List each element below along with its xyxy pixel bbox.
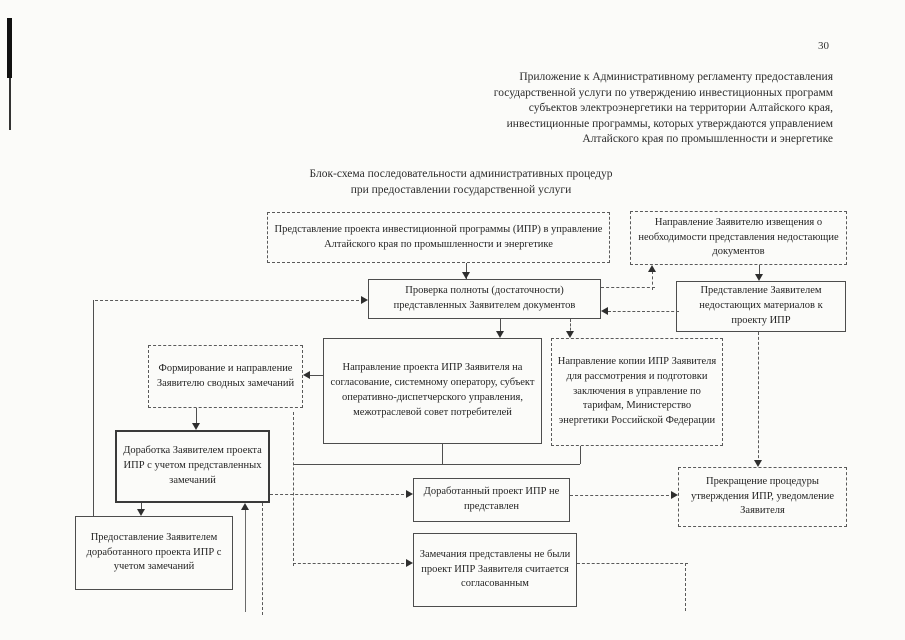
connector-provide-to-terminate	[758, 332, 759, 463]
arrow-down-icon	[754, 460, 762, 467]
appendix-header: Приложение к Административному регламент…	[350, 70, 833, 148]
connector-notice-to-provide	[759, 265, 760, 275]
connector-noremarks-exit-h	[577, 563, 688, 564]
connector-copy-drop	[580, 446, 581, 464]
arrow-right-icon	[361, 296, 368, 304]
connector-check-to-copy	[570, 319, 571, 335]
flow-box-no-remarks-approved: Замечания представлены не были проект ИП…	[413, 533, 577, 607]
connector-remarks-to-rework	[196, 408, 197, 424]
connector-notprovided-to-terminate	[570, 495, 674, 496]
appendix-header-line: Приложение к Административному регламент…	[519, 71, 833, 83]
appendix-header-line: государственной услуги по утверждению ин…	[493, 86, 833, 99]
connector-check-to-approval	[500, 319, 501, 332]
arrow-down-icon	[192, 423, 200, 430]
connector-merge-down	[293, 412, 294, 566]
scheme-title-line: Блок-схема последовательности администра…	[309, 168, 613, 180]
arrow-down-icon	[755, 274, 763, 281]
flow-box-notice-missing-docs: Направление Заявителю извещения о необхо…	[630, 211, 847, 265]
connector-rework-to-provide	[141, 503, 142, 510]
connector-noremarks-exit-v	[685, 563, 686, 611]
arrow-right-icon	[406, 490, 413, 498]
arrow-up-icon	[241, 503, 249, 510]
flow-box-send-for-approval: Направление проекта ИПР Заявителя на сог…	[323, 338, 542, 444]
arrow-down-icon	[462, 272, 470, 279]
connector-from-below-dashed	[262, 503, 263, 615]
arrow-down-icon	[496, 331, 504, 338]
connector-merge-line	[293, 464, 580, 465]
appendix-header-line: Алтайского края по промышленности и энер…	[582, 133, 833, 145]
arrow-left-icon	[303, 371, 310, 379]
connector-approval-drop	[442, 444, 443, 464]
connector-approval-to-remarks	[310, 375, 323, 376]
flow-box-reworked-not-provided: Доработанный проект ИПР не представлен	[413, 478, 570, 522]
connector-check-to-notice-v	[652, 271, 653, 290]
connector-from-below-solid	[245, 510, 246, 612]
scheme-title-line: при предоставлении государственной услуг…	[350, 183, 572, 196]
arrow-right-icon	[406, 559, 413, 567]
flow-box-provide-reworked-ipr: Предоставление Заявителем доработанного …	[75, 516, 233, 590]
flow-box-provide-missing-materials: Представление Заявителем недостающих мат…	[676, 281, 846, 332]
connector-provide-to-check	[608, 311, 679, 312]
connector-to-noremarks	[293, 563, 409, 564]
connector-reworked-feedback-vertical	[93, 300, 94, 516]
scheme-title: Блок-схема последовательности администра…	[230, 167, 692, 198]
connector-reworked-feedback-horizontal	[95, 300, 364, 301]
connector-submit-to-check	[466, 263, 467, 279]
flow-box-submit-ipr: Представление проекта инвестиционной про…	[267, 212, 610, 263]
appendix-header-line: инвестиционные программы, которых утверж…	[506, 117, 833, 130]
flow-box-rework-ipr: Доработка Заявителем проекта ИПР с учето…	[115, 430, 270, 503]
flow-box-send-copy-tariffs-ministry: Направление копии ИПР Заявителя для расс…	[551, 338, 723, 446]
connector-check-to-notice-h	[601, 287, 655, 288]
arrow-right-icon	[671, 491, 678, 499]
arrow-up-icon	[648, 265, 656, 272]
arrow-left-icon	[601, 307, 608, 315]
connector-rework-to-notprovided	[270, 494, 409, 495]
appendix-header-line: субъектов электроэнергетики на территори…	[528, 102, 833, 114]
flow-box-terminate-procedure: Прекращение процедуры утверждения ИПР, у…	[678, 467, 847, 527]
page-number: 30	[818, 40, 829, 52]
arrow-down-icon	[566, 331, 574, 338]
scan-artifact-bar	[7, 18, 12, 78]
flow-box-check-completeness: Проверка полноты (достаточности) предста…	[368, 279, 601, 319]
flow-box-form-remarks: Формирование и направление Заявителю сво…	[148, 345, 303, 408]
arrow-down-icon	[137, 509, 145, 516]
scan-artifact-bar	[9, 78, 11, 130]
